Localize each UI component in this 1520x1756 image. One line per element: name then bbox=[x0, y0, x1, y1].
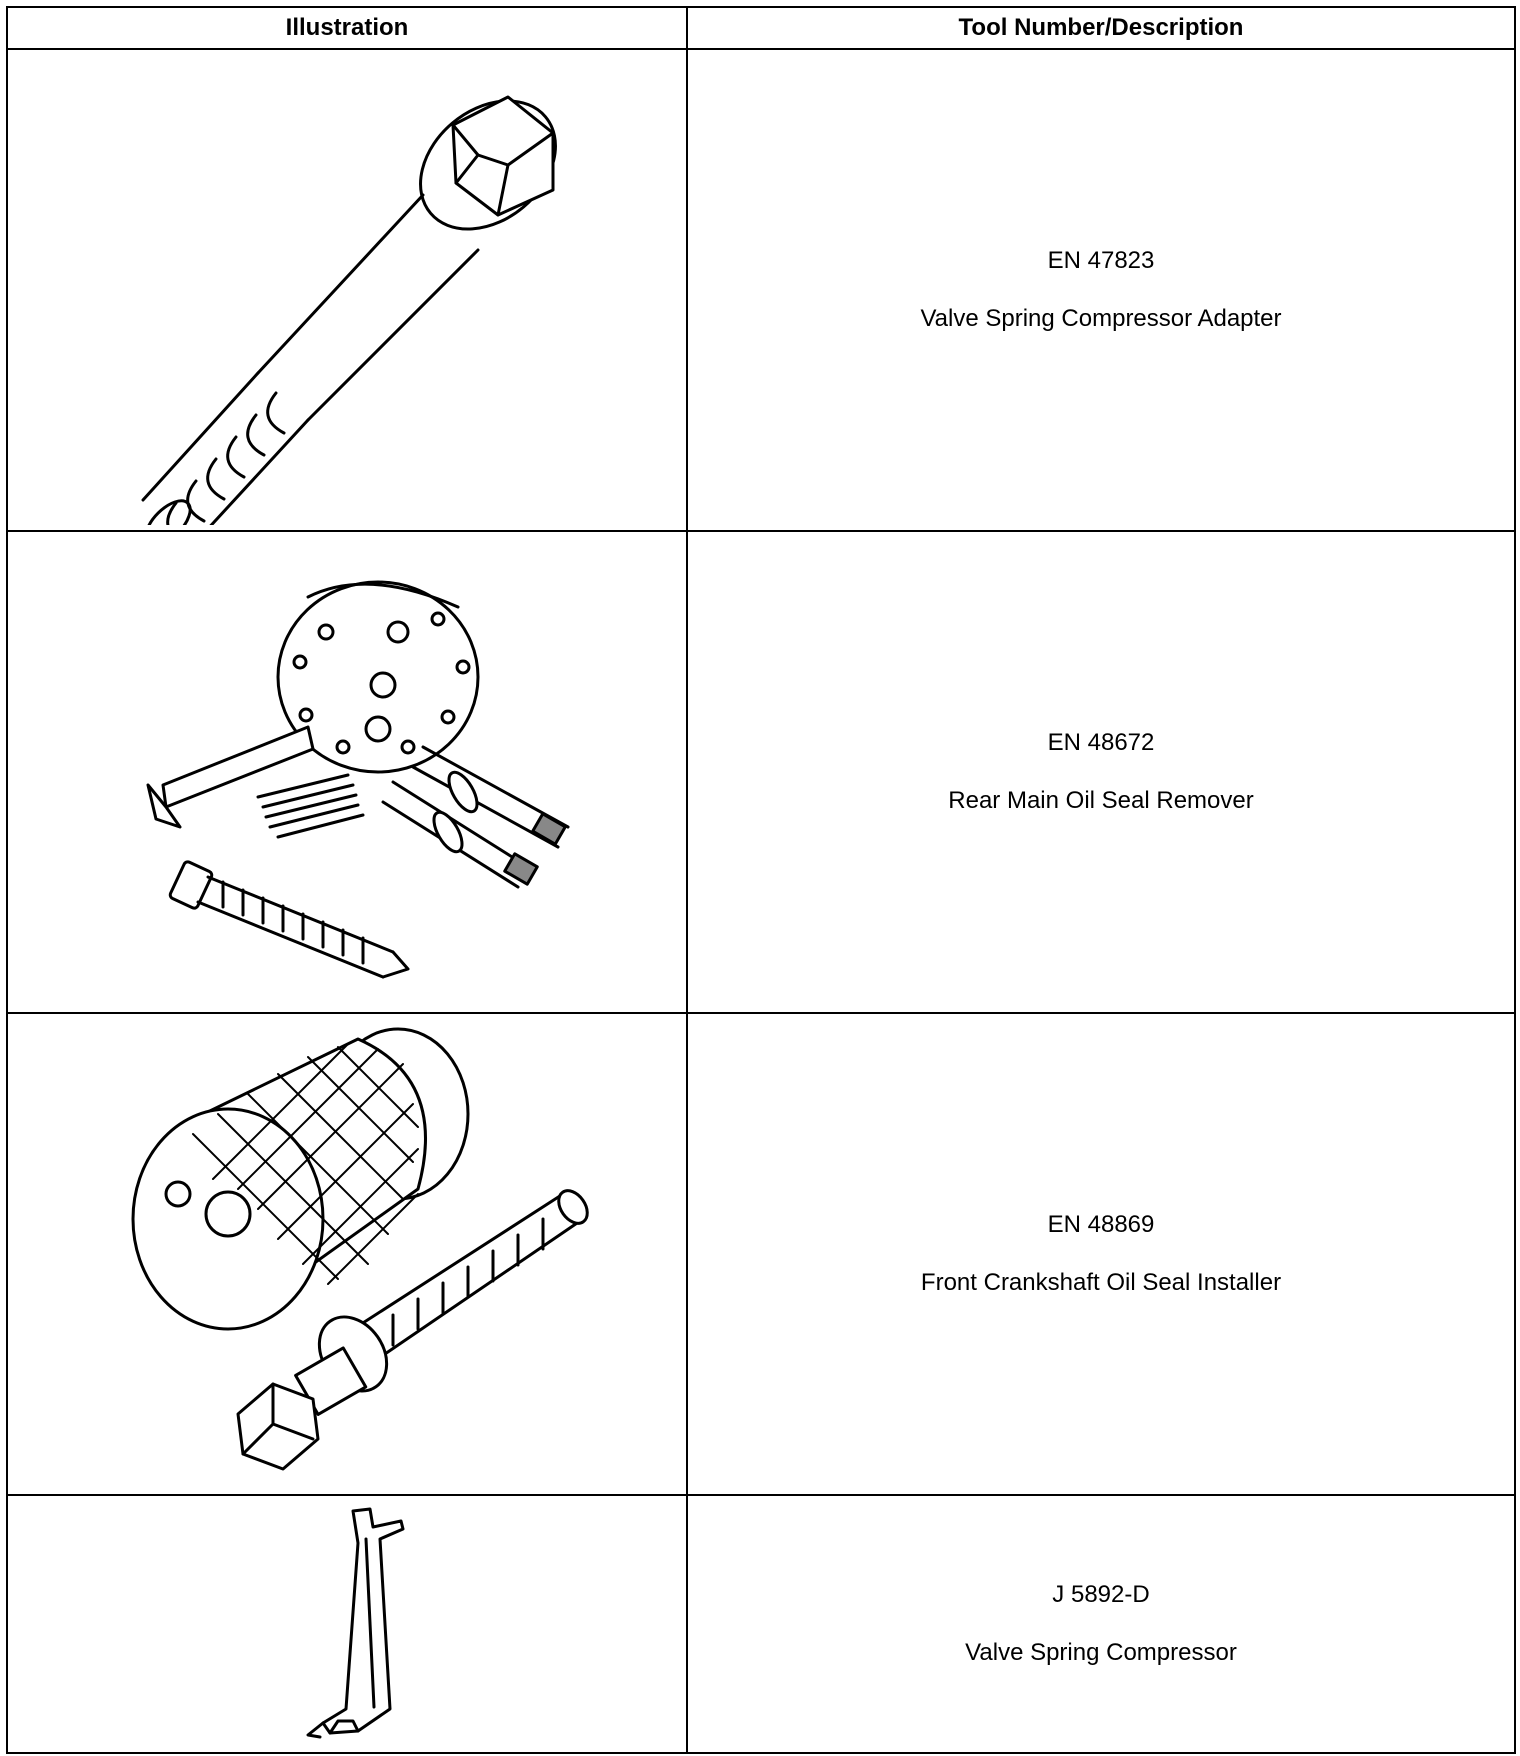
seal-remover-kit-icon bbox=[146, 580, 570, 979]
spring-compressor-bar-icon bbox=[306, 1507, 405, 1739]
tool-info-cell: EN 48869 Front Crankshaft Oil Seal Insta… bbox=[686, 1012, 1516, 1496]
illustration-cell bbox=[6, 48, 688, 532]
illustration-cell bbox=[6, 1012, 688, 1496]
illustration-header: Illustration bbox=[6, 6, 688, 50]
tool-info-cell: EN 47823 Valve Spring Compressor Adapter bbox=[686, 48, 1516, 532]
tool-number: EN 47823 bbox=[1047, 247, 1155, 274]
tool-description: Rear Main Oil Seal Remover bbox=[948, 787, 1254, 814]
tool-table: Illustration Tool Number/Description bbox=[6, 6, 1516, 1754]
tool-info-cell: J 5892-D Valve Spring Compressor bbox=[686, 1494, 1516, 1754]
tool-description: Valve Spring Compressor bbox=[965, 1639, 1237, 1666]
table-row: EN 48869 Front Crankshaft Oil Seal Insta… bbox=[6, 1012, 1516, 1496]
tool-description-header: Tool Number/Description bbox=[686, 6, 1516, 50]
tool-number: EN 48869 bbox=[1047, 1211, 1155, 1238]
tool-number: EN 48672 bbox=[1047, 729, 1155, 756]
table-row: J 5892-D Valve Spring Compressor bbox=[6, 1494, 1516, 1754]
tool-description: Valve Spring Compressor Adapter bbox=[920, 305, 1282, 332]
table-row: EN 48672 Rear Main Oil Seal Remover bbox=[6, 530, 1516, 1014]
tool-number: J 5892-D bbox=[1052, 1581, 1150, 1608]
header-row: Illustration Tool Number/Description bbox=[6, 6, 1516, 50]
bolt-icon bbox=[141, 95, 557, 525]
seal-installer-icon bbox=[131, 1027, 589, 1471]
tool-info-cell: EN 48672 Rear Main Oil Seal Remover bbox=[686, 530, 1516, 1014]
tool-description: Front Crankshaft Oil Seal Installer bbox=[920, 1269, 1282, 1296]
illustration-cell bbox=[6, 530, 688, 1014]
table-row: EN 47823 Valve Spring Compressor Adapter bbox=[6, 48, 1516, 532]
illustration-cell bbox=[6, 1494, 688, 1754]
